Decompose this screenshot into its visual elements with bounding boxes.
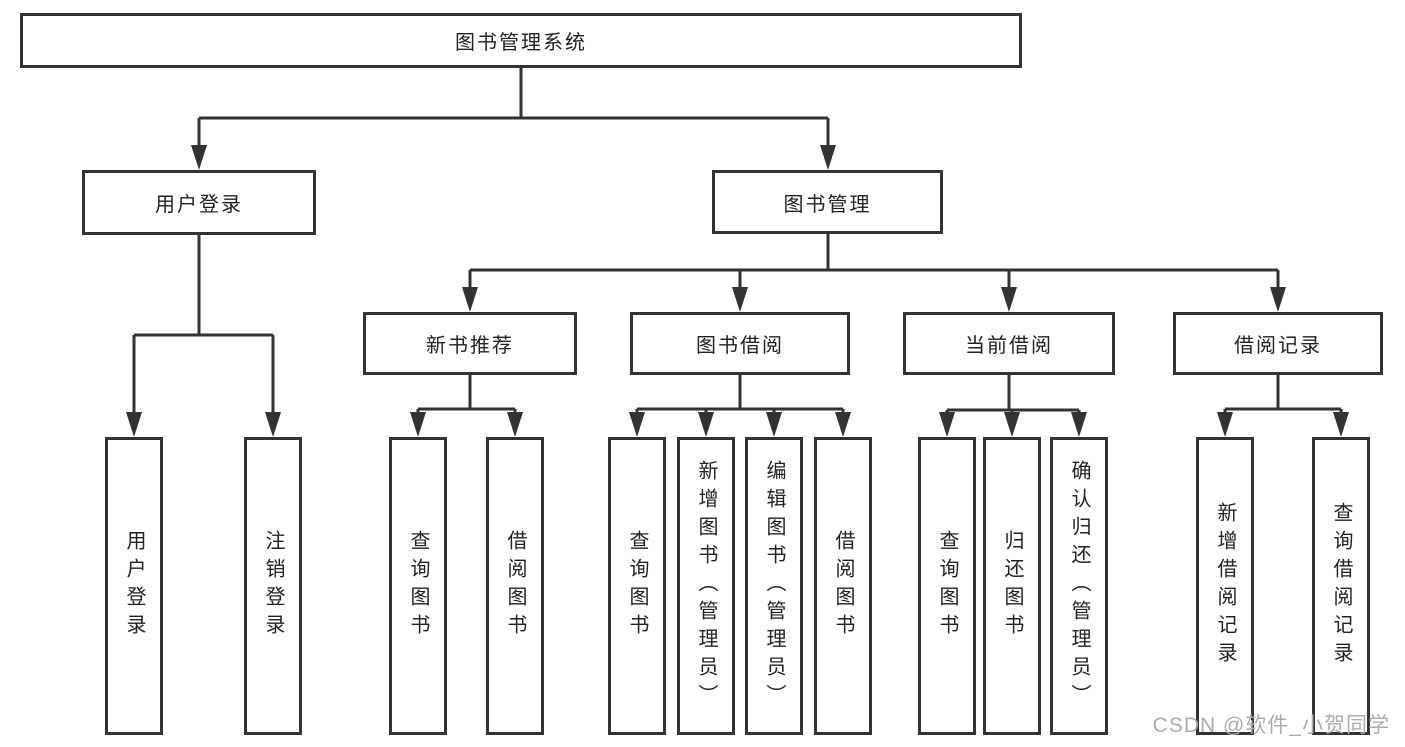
- node-label: 查询借阅记录: [1330, 502, 1352, 670]
- node-label: 新增图书（管理员）: [695, 460, 717, 712]
- node-label: 查询图书: [407, 530, 429, 642]
- leaf-return-book: 归还图书: [983, 437, 1041, 735]
- leaf-borrow-book: 借阅图书: [814, 437, 872, 735]
- node-library-system: 图书管理系统: [20, 13, 1022, 68]
- leaf-user-login: 用户登录: [105, 437, 163, 735]
- node-label: 查询图书: [936, 530, 958, 642]
- leaf-confirm-return-admin: 确认归还（管理员）: [1050, 437, 1108, 735]
- node-label: 图书管理系统: [455, 32, 587, 54]
- leaf-query-book-current: 查询图书: [918, 437, 976, 735]
- connector-newbook-to-leaves: [410, 375, 523, 437]
- node-book-borrow: 图书借阅: [630, 312, 850, 375]
- node-label: 新增借阅记录: [1214, 502, 1236, 670]
- node-book-management-branch: 图书管理: [712, 170, 943, 234]
- node-label: 借阅图书: [832, 530, 854, 642]
- node-current-borrow: 当前借阅: [903, 312, 1115, 375]
- node-label: 借阅图书: [504, 530, 526, 642]
- leaf-query-book-borrow: 查询图书: [608, 437, 666, 735]
- leaf-add-borrow-record: 新增借阅记录: [1196, 437, 1254, 735]
- connector-root-to-level2: [191, 68, 836, 170]
- node-label: 新书推荐: [426, 335, 514, 357]
- node-borrow-record: 借阅记录: [1173, 312, 1383, 375]
- node-label: 用户登录: [123, 530, 145, 642]
- node-label: 图书借阅: [696, 335, 784, 357]
- connector-current-to-leaves: [939, 375, 1087, 437]
- connector-borrow-to-leaves: [629, 375, 851, 437]
- node-label: 编辑图书（管理员）: [763, 460, 785, 712]
- leaf-add-book-admin: 新增图书（管理员）: [677, 437, 735, 735]
- node-label: 当前借阅: [965, 335, 1053, 357]
- leaf-edit-book-admin: 编辑图书（管理员）: [745, 437, 803, 735]
- leaf-borrow-book-newbook: 借阅图书: [486, 437, 544, 735]
- node-label: 图书管理: [783, 193, 872, 216]
- connector-record-to-leaves: [1217, 375, 1349, 437]
- leaf-query-borrow-record: 查询借阅记录: [1312, 437, 1370, 735]
- leaf-logout: 注销登录: [244, 437, 302, 735]
- node-label: 用户登录: [155, 194, 243, 216]
- connector-bookmgmt-to-level3: [462, 234, 1286, 312]
- node-label: 归还图书: [1001, 530, 1023, 642]
- node-user-login-branch: 用户登录: [82, 170, 316, 235]
- node-label: 确认归还（管理员）: [1068, 460, 1090, 712]
- leaf-query-book-newbook: 查询图书: [389, 437, 447, 735]
- node-label: 查询图书: [626, 530, 648, 642]
- node-label: 注销登录: [262, 530, 284, 642]
- node-label: 借阅记录: [1234, 335, 1322, 357]
- connector-userlogin-to-leaves: [126, 235, 281, 437]
- csdn-watermark: CSDN @软件_小贺同学: [1152, 714, 1390, 737]
- node-new-book-recommend: 新书推荐: [363, 312, 577, 375]
